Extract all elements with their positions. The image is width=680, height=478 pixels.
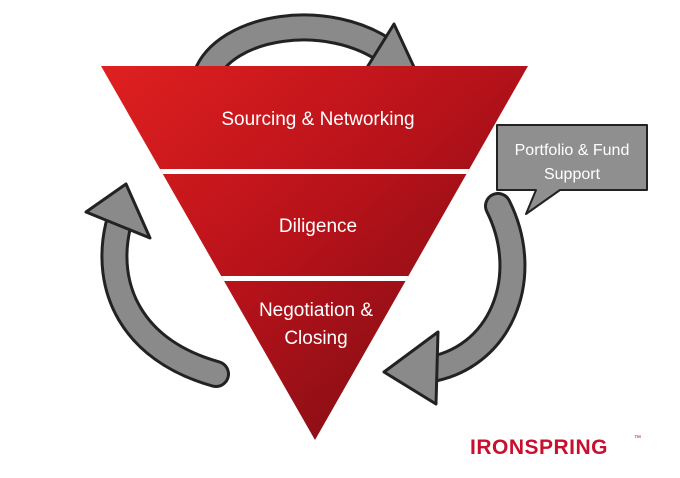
funnel-shape — [101, 66, 528, 440]
stage-label-sourcing: Sourcing & Networking — [221, 109, 414, 130]
logo-text: IRONSPRING — [470, 436, 608, 459]
stage-label-negotiation-line2: Closing — [284, 328, 347, 349]
callout-label-line2: Support — [544, 166, 601, 183]
speech-callout-shape: Portfolio & Fund Support — [496, 124, 648, 215]
stage-divider — [101, 276, 528, 281]
stage-label-diligence: Diligence — [279, 216, 357, 237]
stage-label-negotiation-line1: Negotiation & — [259, 300, 373, 321]
cycle-arrow-right-icon — [382, 192, 527, 406]
stage-divider — [101, 169, 528, 174]
callout-label-line1: Portfolio & Fund — [515, 142, 630, 159]
logo-trademark: ™ — [634, 435, 641, 442]
ironspring-logo: IRONSPRING ™ — [470, 435, 641, 459]
funnel: Sourcing & Networking Diligence Negotiat… — [101, 66, 528, 440]
cycle-arrow-left-icon — [84, 182, 230, 388]
